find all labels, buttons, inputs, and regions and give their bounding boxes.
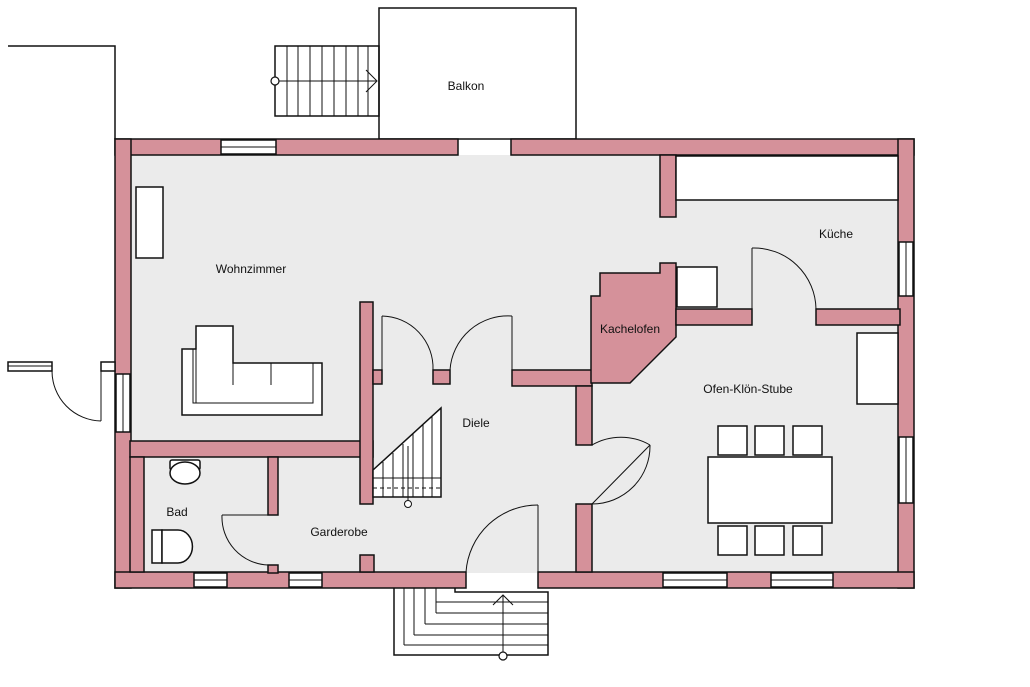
balcony-outline [378,7,577,140]
sideboard [135,186,164,259]
chair [717,525,748,556]
furniture [135,155,899,564]
stube-sideboard [856,332,899,405]
washbasin [151,529,194,564]
inner-walls [129,154,901,574]
room-label-ofen-kloen-stube: Ofen-Klön-Stube [703,382,793,396]
kitchen-cabinet [676,266,718,308]
toilet [169,459,201,485]
door-swings [221,247,817,573]
chair [754,525,785,556]
room-label-wohnzimmer: Wohnzimmer [216,262,286,276]
exterior-stair-top [270,45,380,117]
room-label-garderobe: Garderobe [310,525,368,539]
chair [717,425,748,456]
chair [792,425,823,456]
sofa [181,325,323,416]
kitchen-counter [675,155,899,201]
chair [792,525,823,556]
room-label-kueche: Küche [819,227,853,241]
room-label-bad: Bad [166,505,187,519]
dining-table [707,456,833,524]
exterior-boundary-line [8,45,116,139]
chair [754,425,785,456]
room-label-kachelofen: Kachelofen [600,322,660,336]
room-label-balkon: Balkon [448,79,485,93]
room-label-diele: Diele [462,416,490,430]
interior-stair [372,406,442,508]
windows [115,139,914,588]
entrance-stair [393,588,549,661]
side-door [7,361,116,422]
